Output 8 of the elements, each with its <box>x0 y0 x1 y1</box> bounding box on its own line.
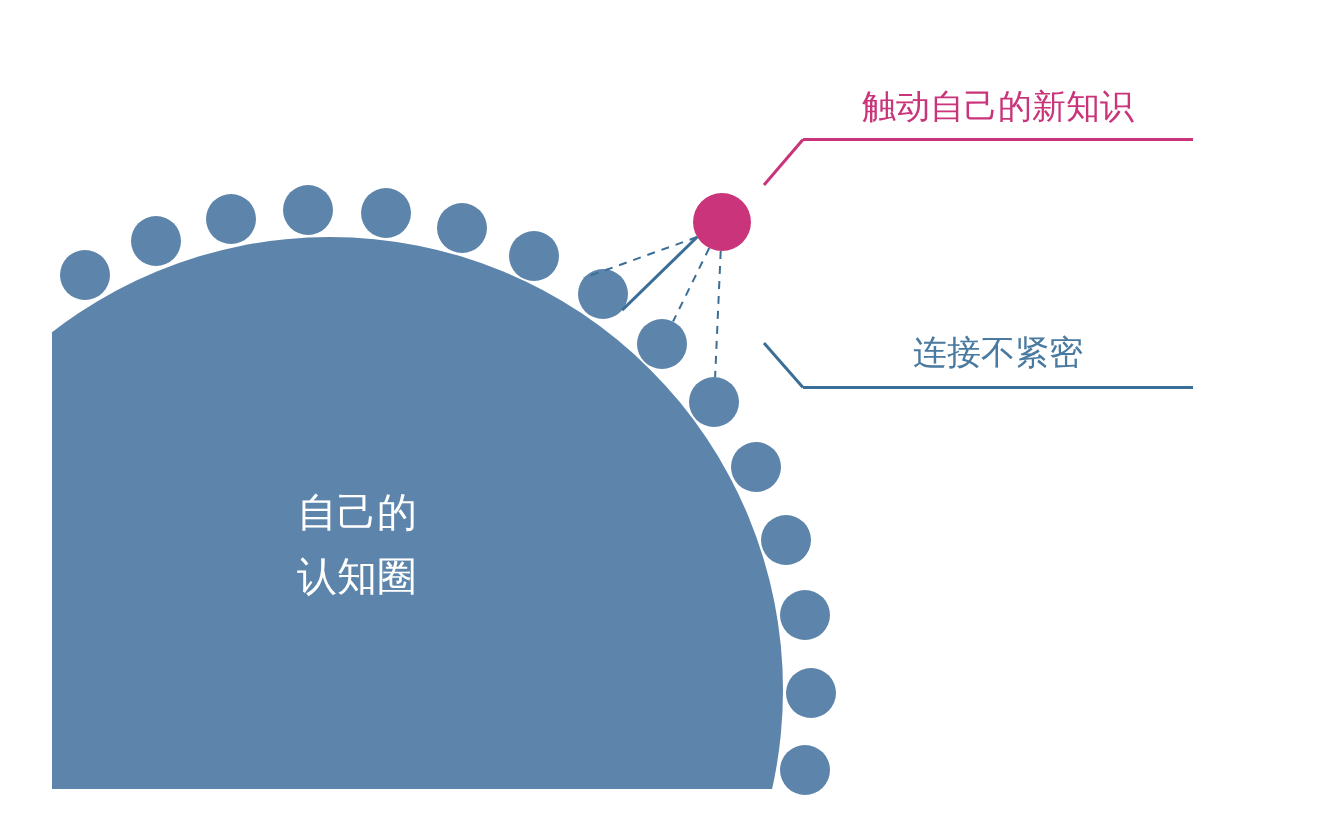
circle-label: 自己的认知圈 <box>296 488 418 601</box>
connection-line <box>672 247 711 323</box>
callout-label: 触动自己的新知识 <box>803 84 1193 141</box>
leader-line <box>762 342 805 389</box>
connection-line <box>714 249 722 378</box>
callout-label: 连接不紧密 <box>803 330 1193 389</box>
leader-line <box>762 138 805 186</box>
connection-line <box>621 235 699 312</box>
